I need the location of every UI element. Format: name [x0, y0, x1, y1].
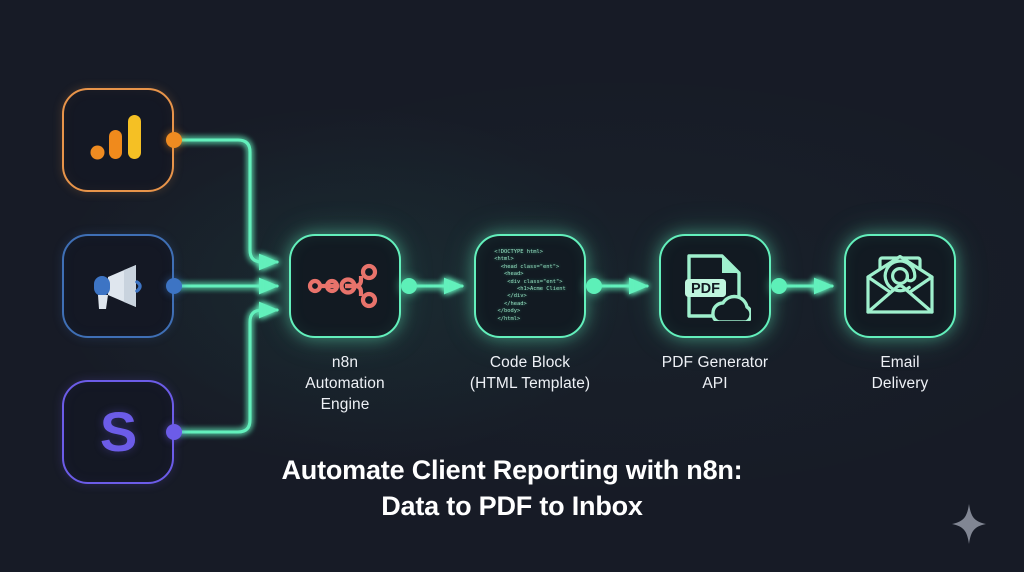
port-pdf-out — [771, 278, 787, 294]
pipeline-label-n8n-engine: n8n Automation Engine — [305, 354, 385, 413]
page-title: Automate Client Reporting with n8n: Data… — [281, 455, 743, 521]
pipeline-node-code-block[interactable]: <!DOCTYPE html> <html> <head class="ent"… — [474, 234, 586, 338]
svg-text:PDF: PDF — [691, 281, 720, 297]
source-node-google-analytics[interactable] — [62, 88, 174, 192]
pipeline-node-pdf-generator[interactable]: PDF — [659, 234, 771, 338]
envelope-at-icon — [866, 254, 934, 314]
pipeline-node-email-delivery[interactable] — [844, 234, 956, 338]
port-analytics-out — [166, 132, 182, 148]
n8n-nodes-icon — [307, 263, 378, 309]
megaphone-icon — [94, 265, 142, 309]
pipeline-label-code-block: Code Block (HTML Template) — [469, 354, 591, 392]
html-code-icon: <!DOCTYPE html> <html> <head class="ent"… — [476, 236, 584, 336]
source-node-stripe[interactable]: S — [62, 380, 174, 484]
letter-s-icon: S — [99, 400, 137, 463]
pdf-cloud-icon: PDF — [685, 254, 751, 321]
port-stripe-out — [166, 424, 182, 440]
source-node-ads[interactable] — [62, 234, 174, 338]
pipeline-label-pdf-generator: PDF Generator API — [661, 354, 769, 392]
sparkle-icon — [952, 504, 986, 544]
bar-chart-icon — [90, 115, 141, 160]
port-ads-out — [166, 278, 182, 294]
port-n8n-out — [401, 278, 417, 294]
code-snippet: <!DOCTYPE html> <html> <head class="ent"… — [494, 248, 566, 322]
pipeline-label-email-delivery: Email Delivery — [871, 354, 929, 392]
pipeline-node-n8n-engine[interactable] — [289, 234, 401, 338]
wire-analytics-to-n8n — [174, 138, 280, 271]
port-code-out — [586, 278, 602, 294]
